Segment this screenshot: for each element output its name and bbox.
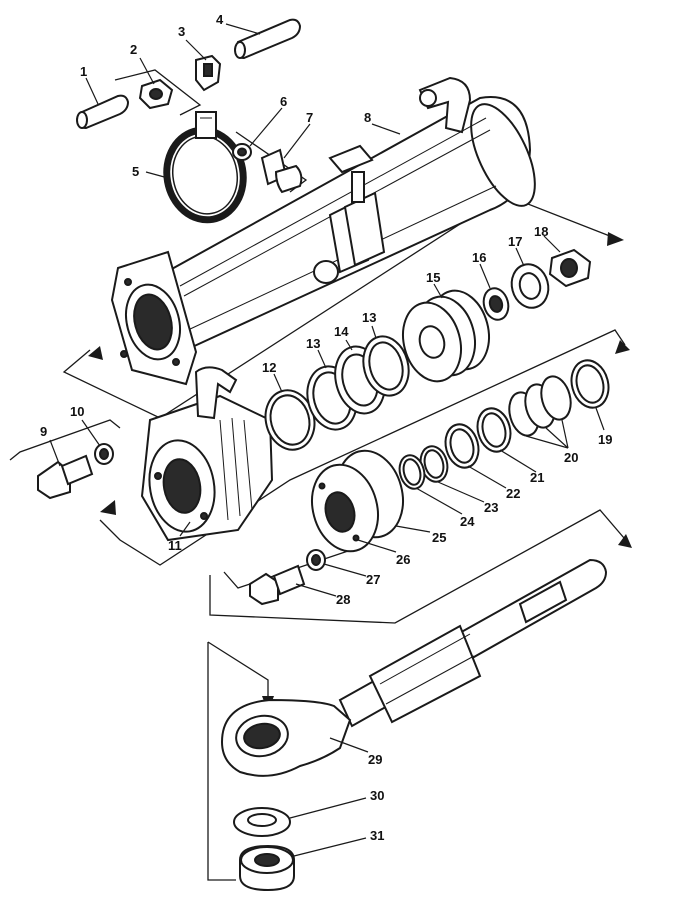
part-8-cylinder-tube xyxy=(110,76,536,386)
callout-16: 16 xyxy=(472,250,486,265)
leader-lines xyxy=(49,23,605,857)
guide-arrow-upper-left xyxy=(88,346,103,360)
part-22-ring xyxy=(444,423,480,469)
part-31-nut xyxy=(239,844,295,892)
callout-20: 20 xyxy=(564,450,578,465)
callout-5: 5 xyxy=(132,164,139,179)
callout-27: 27 xyxy=(366,572,380,587)
part-15-piston xyxy=(402,289,490,383)
callout-17: 17 xyxy=(508,234,522,249)
guide-arrow-upper-right xyxy=(607,232,624,246)
part-5-clamp-band xyxy=(163,111,247,224)
callout-3: 3 xyxy=(178,24,185,39)
part-11-end-cap xyxy=(140,366,274,542)
callout-22: 22 xyxy=(506,486,520,501)
part-21-ring xyxy=(476,407,512,453)
part-23-ring xyxy=(419,445,449,483)
guide-line-top-small xyxy=(114,69,202,116)
callout-14: 14 xyxy=(334,324,349,339)
callout-21: 21 xyxy=(530,470,544,485)
callout-1: 1 xyxy=(80,64,87,79)
callout-25: 25 xyxy=(432,530,446,545)
callout-13b: 13 xyxy=(362,310,376,325)
callout-26: 26 xyxy=(396,552,410,567)
callout-28: 28 xyxy=(336,592,350,607)
part-10-washer xyxy=(94,443,114,465)
callout-11: 11 xyxy=(168,538,182,553)
part-12-ring xyxy=(264,389,316,451)
callout-24: 24 xyxy=(460,514,475,529)
part-27-washer xyxy=(306,549,326,571)
part-17-bushing xyxy=(510,263,550,309)
part-25-gland xyxy=(311,449,404,553)
callout-6: 6 xyxy=(280,94,287,109)
part-28-bolt xyxy=(249,564,306,606)
callout-30: 30 xyxy=(370,788,384,803)
guide-line-lower xyxy=(209,509,631,624)
callout-10: 10 xyxy=(70,404,84,419)
part-1-pin xyxy=(76,94,130,130)
guide-line-eye-top xyxy=(207,641,269,700)
callout-2: 2 xyxy=(130,42,137,57)
callout-13a: 13 xyxy=(306,336,320,351)
callout-12: 12 xyxy=(262,360,276,375)
part-18-nut xyxy=(548,248,592,288)
part-30-washer xyxy=(233,807,291,837)
callout-19: 19 xyxy=(598,432,612,447)
part-4-pin xyxy=(234,18,302,60)
part-7-bolt xyxy=(260,148,303,194)
part-19-ring xyxy=(570,359,610,409)
guide-arrow-middle-left xyxy=(100,500,116,515)
part-3-clip xyxy=(195,54,222,92)
callout-7: 7 xyxy=(306,110,313,125)
callout-labels: 1 2 3 4 5 6 7 8 9 10 11 12 13 13 14 15 1… xyxy=(40,12,612,843)
guide-arrow-lower-right xyxy=(618,534,632,548)
part-2-nut xyxy=(138,78,174,110)
part-6-washer xyxy=(232,143,252,161)
callout-4: 4 xyxy=(216,12,224,27)
guide-arrow-middle-right xyxy=(615,340,630,354)
callout-15: 15 xyxy=(426,270,440,285)
callout-23: 23 xyxy=(484,500,498,515)
part-9-bolt xyxy=(37,454,94,500)
part-16-ring xyxy=(482,287,510,321)
callout-8: 8 xyxy=(364,110,371,125)
part-20-rings xyxy=(508,375,572,437)
part-13-ring-right xyxy=(362,335,410,397)
callout-31: 31 xyxy=(370,828,384,843)
guide-line-bolt9 xyxy=(9,419,121,461)
guide-line-eye xyxy=(207,642,236,881)
part-29-piston-rod xyxy=(220,558,608,777)
callout-18: 18 xyxy=(534,224,548,239)
callout-9: 9 xyxy=(40,424,47,439)
callout-29: 29 xyxy=(368,752,382,767)
